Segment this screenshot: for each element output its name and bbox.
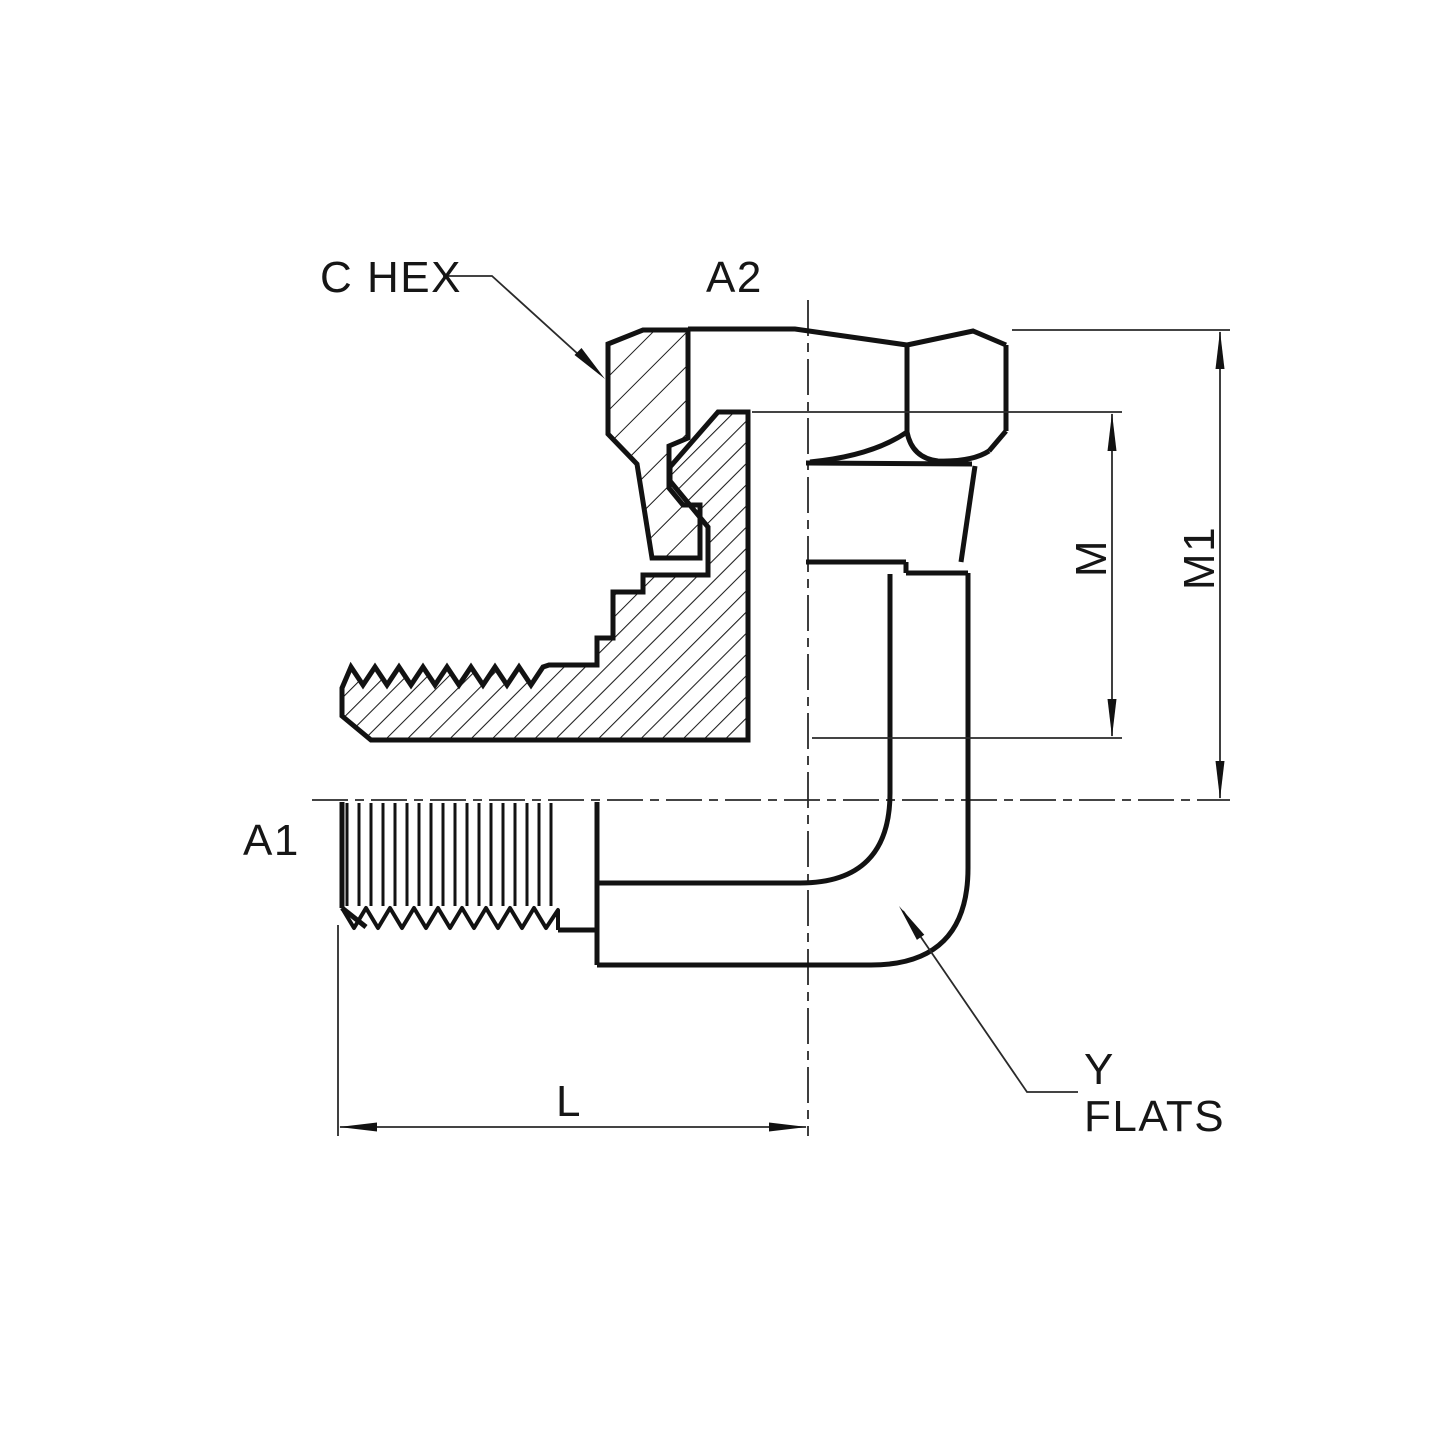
label-m: M (1067, 539, 1116, 577)
centerlines (312, 300, 1230, 1136)
label-l: L (556, 1077, 582, 1126)
l-arrow-right (769, 1122, 807, 1132)
label-a1: A1 (243, 816, 300, 865)
hex-chamfer-arc-right (904, 431, 991, 464)
hex-bottom-line (805, 460, 973, 467)
elbow-inner-contour (597, 574, 893, 886)
dimension-l (339, 1122, 807, 1132)
label-y: Y (1084, 1045, 1115, 1094)
nut-top-chamfer (906, 328, 1007, 348)
label-flats: FLATS (1084, 1092, 1225, 1141)
elbow-external (558, 573, 971, 968)
body-section (339, 409, 751, 743)
hex-right-bottom-chamfer (987, 429, 1008, 453)
thread-root-zigzag (340, 906, 560, 930)
label-m1: M1 (1175, 526, 1224, 590)
nut-section (605, 327, 703, 561)
leader-y-flats (899, 906, 1078, 1093)
external-threads (339, 802, 560, 930)
y-flats-arrowhead (899, 906, 925, 940)
labels: C HEX A2 A1 M M1 L Y FLATS (243, 253, 1225, 1141)
extension-lines (337, 329, 1230, 1136)
thread-crest-lines (345, 803, 553, 906)
c-hex-arrowhead (574, 348, 605, 379)
m1-arrow-up (1215, 331, 1225, 369)
hex-nut-external (688, 326, 1009, 576)
m-arrow-up (1107, 413, 1117, 451)
m-arrow-down (1107, 699, 1117, 737)
label-c-hex: C HEX (320, 253, 462, 302)
leader-c-hex (443, 275, 605, 379)
label-a2: A2 (706, 253, 763, 302)
m1-arrow-down (1215, 761, 1225, 799)
nut-skirt-right-edge (958, 465, 978, 563)
dimension-m (1107, 413, 1117, 737)
nut-top-face (688, 326, 908, 348)
hex-chamfer-arc-left (809, 429, 909, 465)
dimension-m1 (1215, 331, 1225, 799)
l-arrow-left (339, 1122, 377, 1132)
elbow-outer-contour (597, 573, 971, 968)
